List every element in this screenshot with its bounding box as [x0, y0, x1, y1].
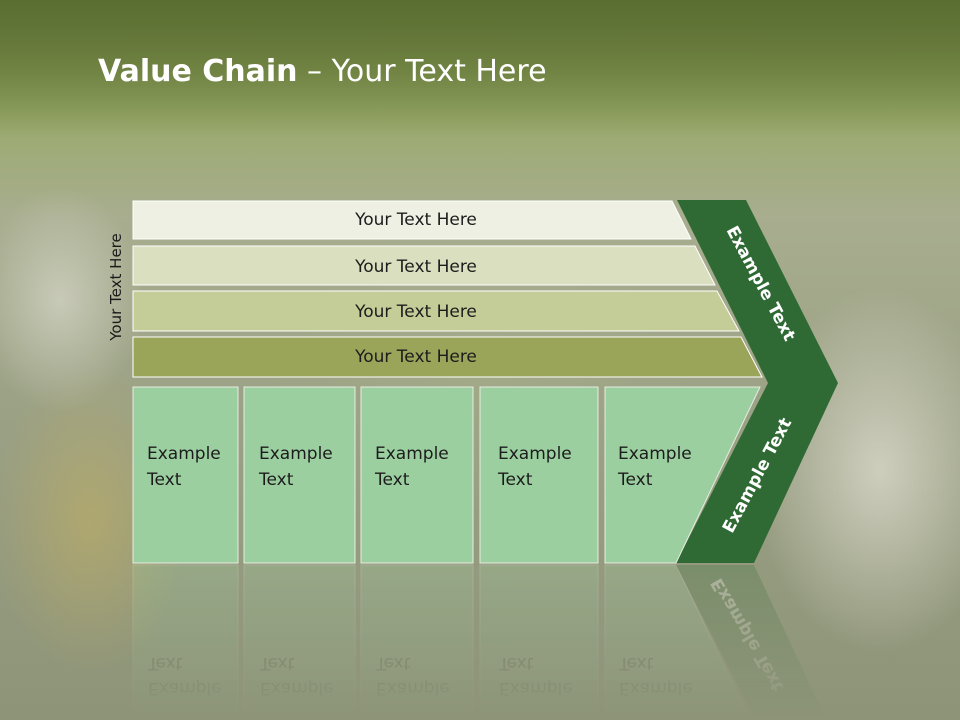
row-bar-2: [132, 245, 716, 286]
reflection: Example Text Example Text Example Text E…: [132, 564, 827, 720]
refl-text-2a: Example: [260, 678, 334, 698]
activity-box-4: [479, 386, 599, 564]
box-3-line-1: Example: [375, 444, 449, 464]
box-2-line-2: Text: [258, 470, 294, 490]
activity-box-1: [132, 386, 239, 564]
slide-title: Value Chain – Your Text Here: [98, 54, 547, 89]
activity-box-2: [243, 386, 356, 564]
activity-box-3: [360, 386, 474, 564]
activity-box-5: [604, 386, 761, 564]
row-bar-1: [132, 200, 692, 240]
row-label-2: Your Text Here: [354, 257, 477, 277]
refl-text-5b: Text: [618, 653, 654, 673]
refl-text-1a: Example: [148, 678, 222, 698]
refl-box-1: [132, 564, 239, 720]
row-bar-3: [132, 290, 740, 332]
box-1-line-2: Text: [146, 470, 182, 490]
refl-text-4b: Text: [498, 653, 534, 673]
refl-box-4: [479, 564, 599, 720]
refl-text-2b: Text: [259, 653, 295, 673]
refl-box-2: [243, 564, 356, 720]
box-2-line-1: Example: [259, 444, 333, 464]
refl-text-3b: Text: [375, 653, 411, 673]
title-rest: – Your Text Here: [297, 54, 547, 89]
refl-text-1b: Text: [147, 653, 183, 673]
row-bar-4: [132, 336, 763, 378]
refl-box-3: [360, 564, 474, 720]
row-label-4: Your Text Here: [354, 347, 477, 367]
arrow-lower-segment: [676, 383, 838, 563]
refl-text-5a: Example: [619, 678, 693, 698]
refl-arrow-lower: [676, 565, 827, 720]
arrow-upper-segment: [677, 200, 838, 383]
box-5-line-2: Text: [617, 470, 653, 490]
box-3-line-2: Text: [374, 470, 410, 490]
box-5-line-1: Example: [618, 444, 692, 464]
box-1-line-1: Example: [147, 444, 221, 464]
refl-box-5: [604, 564, 751, 720]
box-4-line-1: Example: [498, 444, 572, 464]
title-bold: Value Chain: [98, 54, 298, 89]
refl-text-4a: Example: [499, 678, 573, 698]
title-band: [0, 0, 960, 140]
row-label-3: Your Text Here: [354, 302, 477, 322]
refl-text-3a: Example: [376, 678, 450, 698]
row-label-1: Your Text Here: [354, 210, 477, 230]
box-4-line-2: Text: [497, 470, 533, 490]
